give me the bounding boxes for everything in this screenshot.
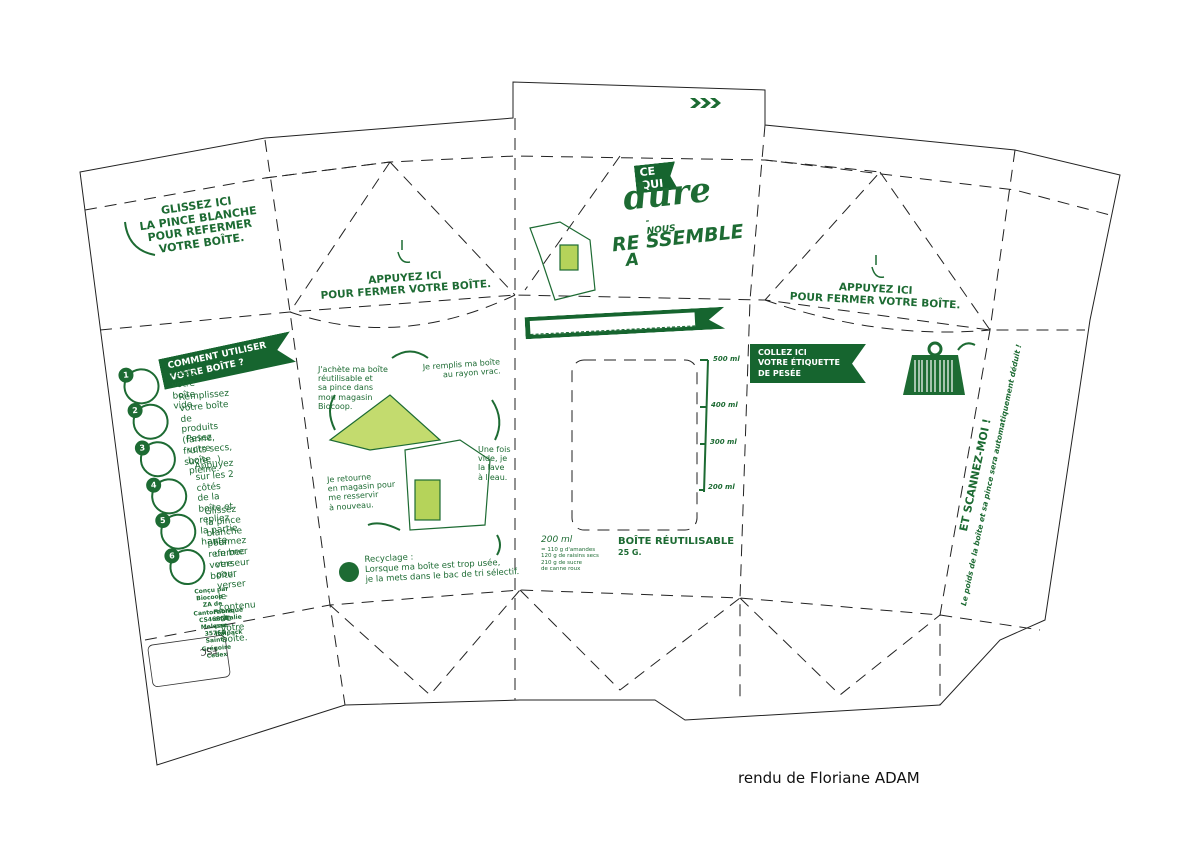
slogan-a: A <box>624 249 640 272</box>
made-in-text: Fabriqué en Italie par Italpack <box>213 606 244 638</box>
box-illustration-icon <box>328 221 596 531</box>
fold-diagonal-center <box>519 155 741 691</box>
fold-diagonal-right <box>739 159 991 696</box>
scale-mark-300: 300 ml <box>710 438 737 446</box>
fold-curve-right <box>764 299 991 333</box>
hand-pointer-icon <box>397 240 885 279</box>
scale-mark-500: 500 ml <box>713 355 740 363</box>
fold-curve-left <box>289 294 516 328</box>
scale-mark-400: 400 ml <box>711 401 738 409</box>
cycle-step-buy: J'achète ma boîte réutilisable et sa pin… <box>318 365 388 411</box>
scale-ruler <box>699 359 709 493</box>
fold-vertical-1 <box>264 139 346 706</box>
cycle-step-wash: Une fois vide, je la lave à l'eau. <box>478 445 511 482</box>
fold-vertical-4 <box>939 149 1016 705</box>
product-name: BOÎTE RÉUTILISABLE <box>618 536 735 547</box>
weight-barcode-icon <box>903 341 965 395</box>
scale-mark-200: 200 ml <box>708 483 735 491</box>
author-credit: rendu de Floriane ADAM <box>738 769 920 787</box>
chevrons-icon <box>690 98 721 108</box>
equivalence-lines: = 110 g d'amandes 120 g de raisins secs … <box>541 547 599 572</box>
fold-line-bottom <box>144 589 1041 641</box>
equivalence-title: 200 ml <box>541 535 573 545</box>
cycle-step-return: Je retourne en magasin pour me resservir… <box>326 472 396 512</box>
fold-line-mid <box>99 294 1085 331</box>
fold-vertical-3 <box>739 124 766 700</box>
arrow-icons <box>124 221 976 556</box>
name-field[interactable] <box>530 312 696 335</box>
fsc-box <box>147 635 231 687</box>
fold-diagonal-left <box>264 161 521 696</box>
window-cutout <box>571 359 698 531</box>
recycle-icon <box>339 562 359 582</box>
weigh-label-banner: Collez ici votre étiquette de pesée <box>750 344 866 384</box>
outer-cut-line <box>79 81 1121 766</box>
product-weight: 25 G. <box>618 548 642 557</box>
